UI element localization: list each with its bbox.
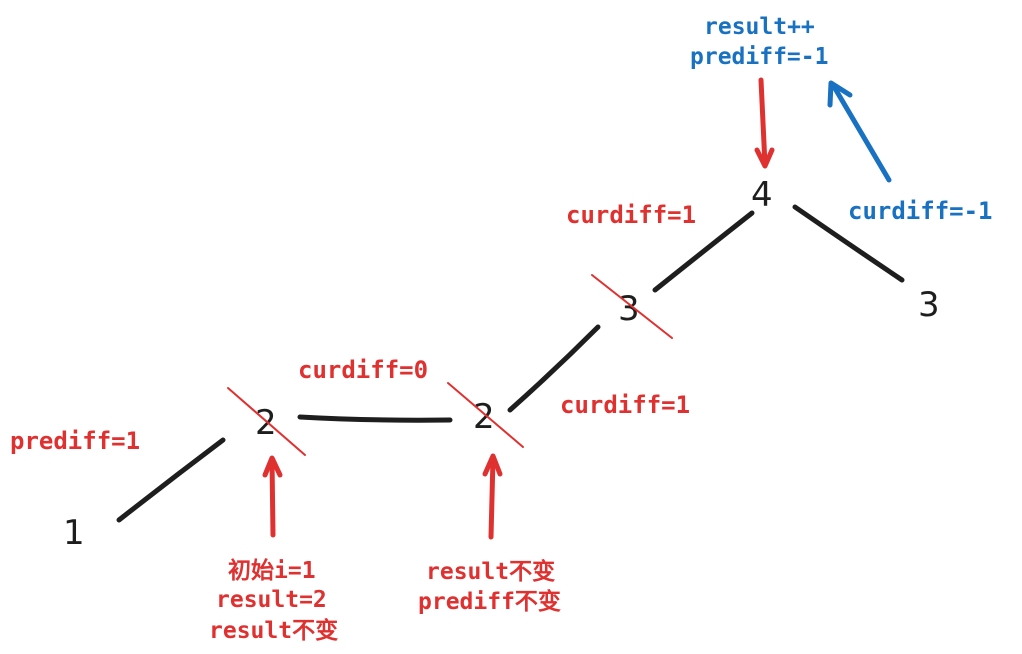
label-first-line-3: result不变 (209, 617, 338, 644)
label-first-line-1: 初始i=1 (228, 557, 316, 584)
label-curdiff-up: curdiff=1 (566, 201, 696, 229)
label-peak-result: result++ (704, 14, 815, 40)
red-arrow-first-node (262, 455, 283, 538)
node-3-last: 3 (918, 285, 940, 325)
edge-4-to-3 (792, 204, 905, 283)
label-curdiff-down: curdiff=-1 (848, 197, 993, 225)
node-2-second: 2 (473, 397, 495, 437)
edge-2-to-2-flat (297, 414, 453, 423)
blue-arrow-peak (827, 80, 892, 183)
label-second-line-1: result不变 (426, 558, 555, 585)
label-second-line-2: prediff不变 (418, 588, 561, 615)
label-first-line-2: result=2 (216, 587, 327, 613)
strike-node-2-second (447, 382, 524, 448)
edge-1-to-2 (116, 437, 226, 523)
label-curdiff-rise: curdiff=1 (560, 391, 690, 419)
label-peak-prediff: prediff=-1 (690, 44, 828, 70)
node-2-first: 2 (255, 403, 277, 443)
strike-node-2-first (227, 387, 306, 456)
red-arrow-peak (754, 77, 775, 169)
node-1: 1 (63, 513, 85, 553)
label-curdiff-flat: curdiff=0 (298, 356, 428, 384)
edge-3-to-4 (652, 210, 755, 293)
strike-node-3-first (591, 274, 673, 339)
node-4-peak: 4 (751, 175, 773, 215)
edge-2-to-3 (507, 324, 601, 413)
label-prediff-start: prediff=1 (10, 427, 140, 455)
red-arrow-second-node (482, 453, 503, 540)
